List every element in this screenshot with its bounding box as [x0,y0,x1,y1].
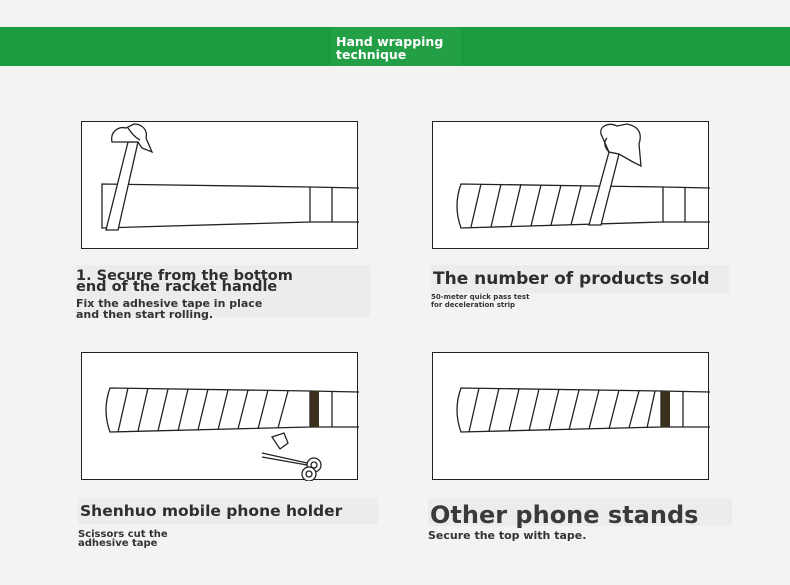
step-3-subtitle: Scissors cut the adhesive tape [78,529,168,549]
step-3-title: Shenhuo mobile phone holder [78,498,378,524]
step-1-title: 1. Secure from the bottom end of the rac… [76,265,370,317]
step-4-image [432,352,710,480]
scissors-icon [105,387,359,481]
step-1-image [81,121,359,249]
step-1-subtitle: Fix the adhesive tape in place and then … [76,297,263,321]
header-banner: Hand wrapping technique [0,27,790,66]
step-3-image [81,352,359,481]
step-4-subtitle: Secure the top with tape. [428,529,587,542]
step-2-title: The number of products sold [431,265,729,293]
page-title: Hand wrapping technique [331,27,461,66]
hand-applying-tape-icon [101,123,359,231]
step-4-title: Other phone stands [428,498,732,529]
step-2-subtitle: 50-meter quick pass test for deceleratio… [431,293,530,309]
wrapped-handle-icon [456,387,710,433]
step-2-image [432,121,710,249]
hand-wrapping-tape-icon [456,123,710,229]
